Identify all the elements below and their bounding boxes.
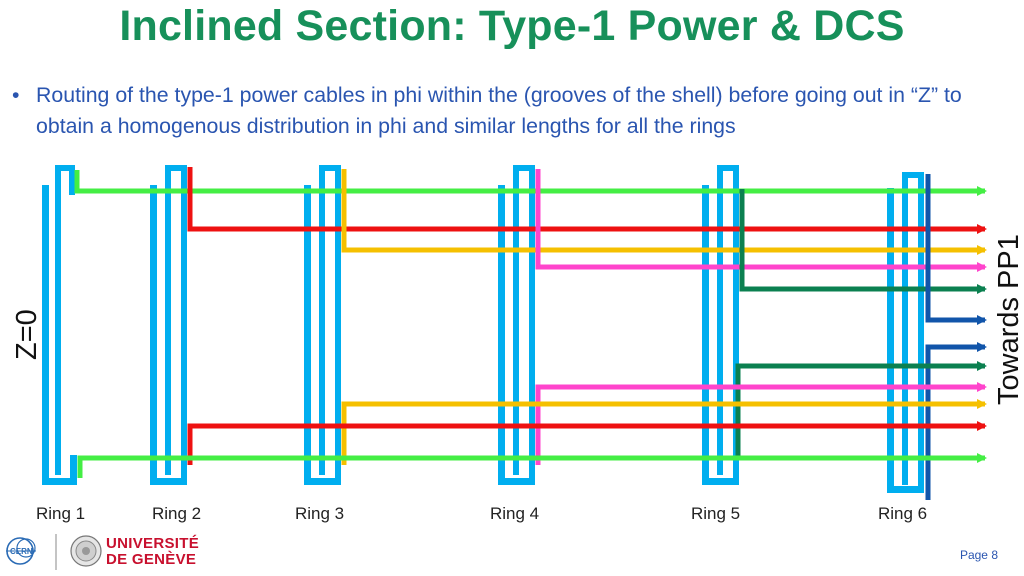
- cable-ring-5-bottom: [735, 361, 987, 460]
- cable-ring-2-top: [187, 167, 987, 234]
- cable-ring-1-bottom: [77, 453, 987, 478]
- cable-ring-1-top: [74, 170, 987, 196]
- cable-ring-2-bottom: [187, 421, 987, 465]
- unige-line-2: DE GENÈVE: [106, 551, 197, 568]
- cable-ring-3-top: [341, 169, 987, 255]
- ring-4-bars: [498, 165, 535, 485]
- cable-ring-3-bottom: [341, 399, 987, 465]
- bullet-point: • Routing of the type-1 power cables in …: [12, 80, 1016, 142]
- ring-label-1: Ring 1: [36, 504, 85, 523]
- ring-6-bars: [887, 172, 924, 493]
- svg-text:CERN: CERN: [10, 547, 33, 556]
- unige-line-1: UNIVERSITÉ: [106, 535, 200, 552]
- footer-logos: CERN: [6, 534, 102, 570]
- ring-1-bars: [42, 165, 77, 485]
- cable-ring-6-top: [925, 174, 987, 325]
- cable-ring-4-bottom: [535, 382, 987, 465]
- ring-5-bars: [702, 165, 739, 485]
- ring-label-2: Ring 2: [152, 504, 201, 523]
- slide-title: Inclined Section: Type-1 Power & DCS: [119, 2, 905, 50]
- ring-2-bars: [150, 165, 187, 485]
- cable-ring-5-top: [739, 189, 987, 294]
- ring-label-3: Ring 3: [295, 504, 344, 523]
- page-number: Page 8: [959, 548, 998, 562]
- towards-pp1-label: Towards PP1: [993, 234, 1024, 405]
- z-zero-label: Z=0: [11, 309, 43, 360]
- bullet-dot: •: [12, 83, 20, 107]
- cern-logo: CERN: [6, 537, 36, 565]
- unige-wordmark: UNIVERSITÉ DE GENÈVE: [106, 536, 199, 568]
- cable-ring-6-bottom: [925, 342, 987, 500]
- unige-seal-icon: [70, 535, 102, 567]
- ring-label-4: Ring 4: [490, 504, 539, 523]
- cable-ring-4-top: [535, 169, 987, 272]
- ring-label-6: Ring 6: [878, 504, 927, 523]
- ring-label-5: Ring 5: [691, 504, 740, 523]
- ring-3-bars: [304, 165, 341, 485]
- bullet-text: Routing of the type-1 power cables in ph…: [36, 83, 962, 138]
